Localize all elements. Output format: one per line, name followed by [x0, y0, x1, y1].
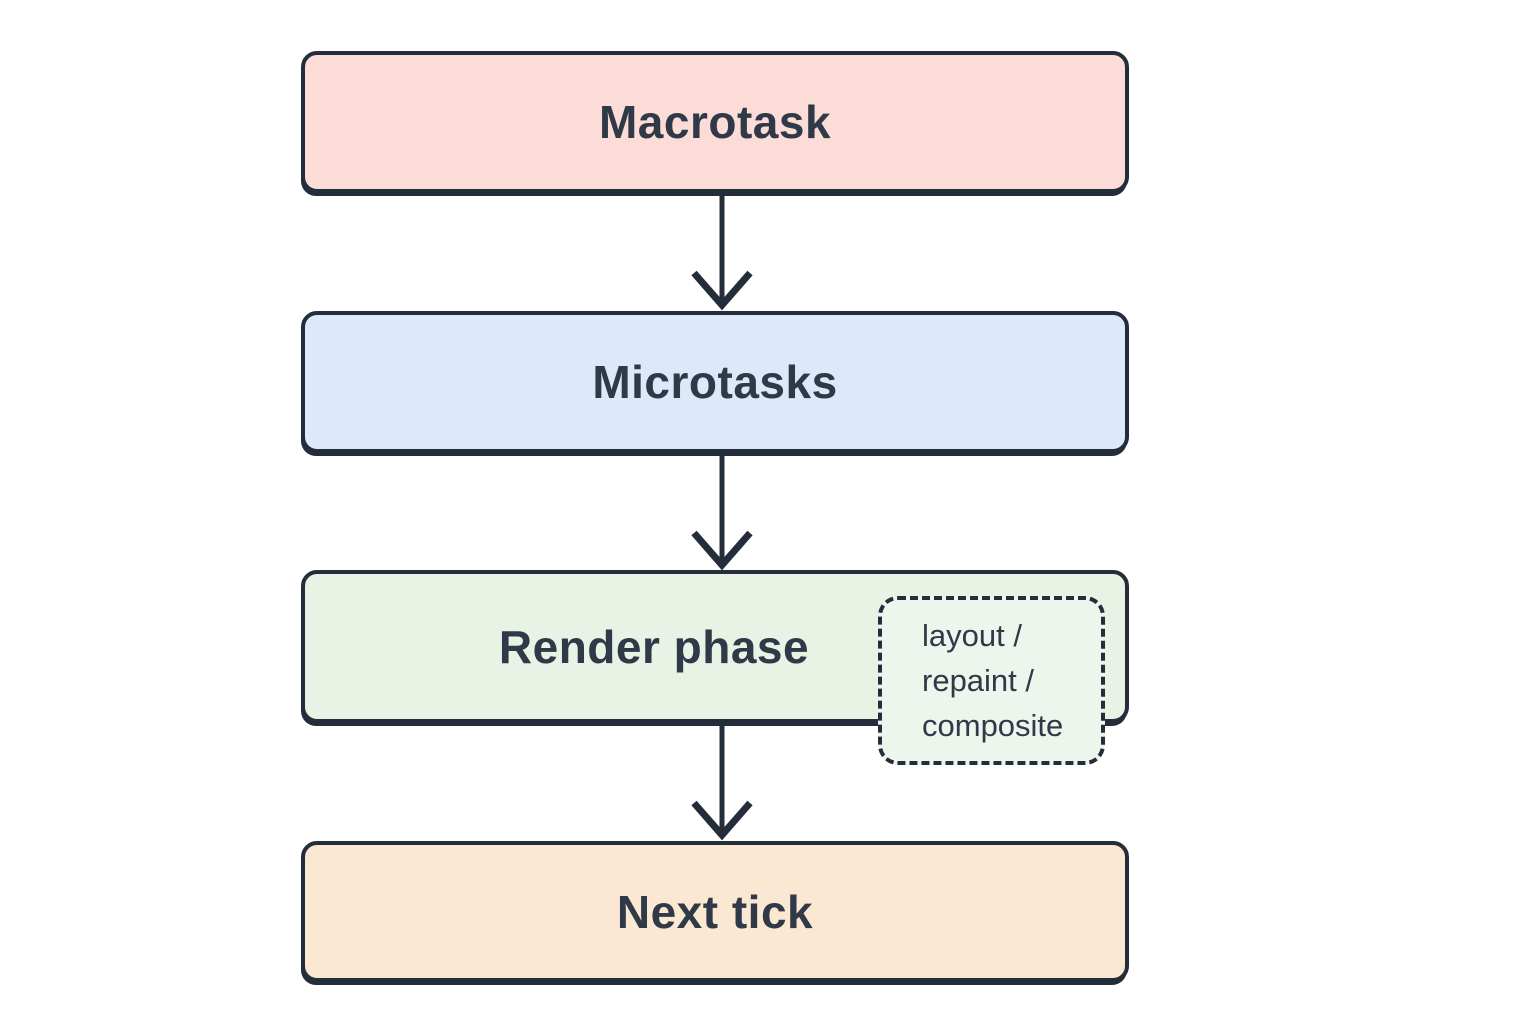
- annotation-line: repaint /: [922, 663, 1035, 698]
- node-microtasks: Microtasks: [301, 311, 1129, 453]
- arrow-down-icon: [691, 721, 753, 841]
- node-macrotask-label: Macrotask: [598, 96, 832, 148]
- render-phase-annotation: layout / repaint / composite: [878, 596, 1105, 765]
- annotation-line: composite: [922, 708, 1064, 743]
- node-macrotask: Macrotask: [301, 51, 1129, 193]
- node-microtasks-label: Microtasks: [592, 356, 838, 408]
- node-render-phase-label: Render phase: [498, 620, 810, 673]
- arrow-down-icon: [691, 451, 753, 571]
- node-next-tick: Next tick: [301, 841, 1129, 982]
- node-next-tick-label: Next tick: [616, 885, 814, 938]
- arrow-down-icon: [691, 191, 753, 311]
- annotation-line: layout /: [922, 618, 1022, 653]
